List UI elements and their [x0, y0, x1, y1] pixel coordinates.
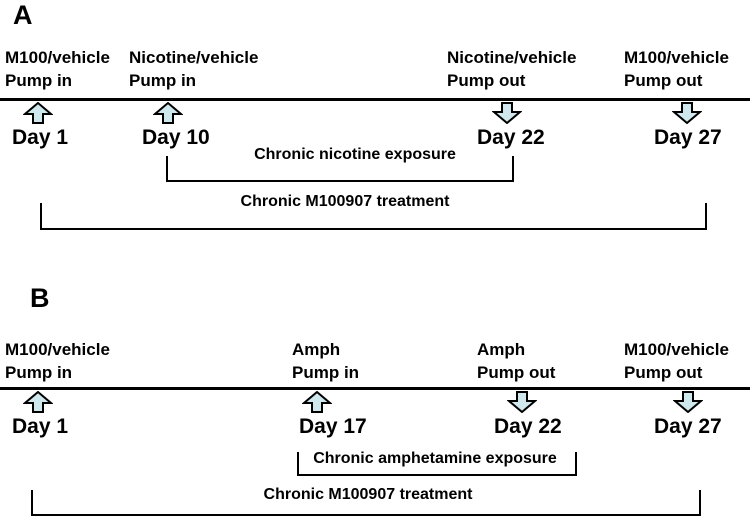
event-label-line1: M100/vehicle [624, 340, 729, 359]
down-arrow-icon [673, 102, 701, 124]
event-label-line1: Nicotine/vehicle [447, 48, 577, 67]
panel-a-letter: A [13, 0, 33, 30]
day-label: Day 1 [12, 415, 69, 438]
day-label: Day 27 [654, 415, 722, 438]
event-label-line1: M100/vehicle [624, 48, 729, 67]
day-label: Day 22 [494, 415, 562, 438]
m100907-treatment-label-b: Chronic M100907 treatment [263, 486, 473, 503]
event-label-line2: Pump in [292, 363, 360, 382]
event-label-line2: Pump out [624, 363, 703, 382]
event-label-amph-pump-in: Amph Pump in [292, 338, 359, 384]
panel-b-letter: B [30, 283, 50, 313]
event-label-m100-pump-in: M100/vehicle Pump in [5, 46, 110, 92]
event-label-line1: Amph [292, 340, 341, 359]
up-arrow-icon [24, 391, 52, 413]
event-label-m100-pump-in: M100/vehicle Pump in [5, 338, 110, 384]
event-label-line2: Pump in [129, 71, 197, 90]
amphetamine-exposure-bracket [297, 452, 577, 476]
m100907-treatment-bracket-a [40, 203, 707, 230]
event-label-nicotine-pump-in: Nicotine/vehicle Pump in [129, 46, 258, 92]
nicotine-exposure-bracket [166, 156, 514, 182]
up-arrow-icon [154, 102, 182, 124]
event-label-m100-pump-out: M100/vehicle Pump out [624, 46, 729, 92]
event-label-line1: Nicotine/vehicle [129, 48, 259, 67]
timeline-b [0, 387, 750, 390]
event-label-nicotine-pump-out: Nicotine/vehicle Pump out [447, 46, 576, 92]
down-arrow-icon [674, 391, 702, 413]
day-label: Day 22 [477, 126, 545, 149]
down-arrow-icon [508, 391, 536, 413]
amphetamine-exposure-label: Chronic amphetamine exposure [313, 450, 557, 467]
down-arrow-icon [493, 102, 521, 124]
event-label-line2: Pump in [5, 71, 73, 90]
event-label-line2: Pump out [624, 71, 703, 90]
event-label-line1: Amph [477, 340, 526, 359]
event-label-m100-pump-out: M100/vehicle Pump out [624, 338, 729, 384]
m100907-treatment-label-a: Chronic M100907 treatment [240, 193, 450, 210]
day-label: Day 10 [142, 126, 210, 149]
event-label-amph-pump-out: Amph Pump out [477, 338, 555, 384]
m100907-treatment-bracket-b [31, 490, 701, 516]
event-label-line2: Pump in [5, 363, 73, 382]
up-arrow-icon [24, 102, 52, 124]
event-label-line1: M100/vehicle [5, 340, 110, 359]
event-label-line2: Pump out [447, 71, 526, 90]
day-label: Day 1 [12, 126, 69, 149]
day-label: Day 27 [654, 126, 722, 149]
up-arrow-icon [303, 391, 331, 413]
day-label: Day 17 [299, 415, 367, 438]
event-label-line2: Pump out [477, 363, 556, 382]
timeline-a [0, 98, 750, 101]
event-label-line1: M100/vehicle [5, 48, 110, 67]
nicotine-exposure-label: Chronic nicotine exposure [254, 146, 456, 163]
